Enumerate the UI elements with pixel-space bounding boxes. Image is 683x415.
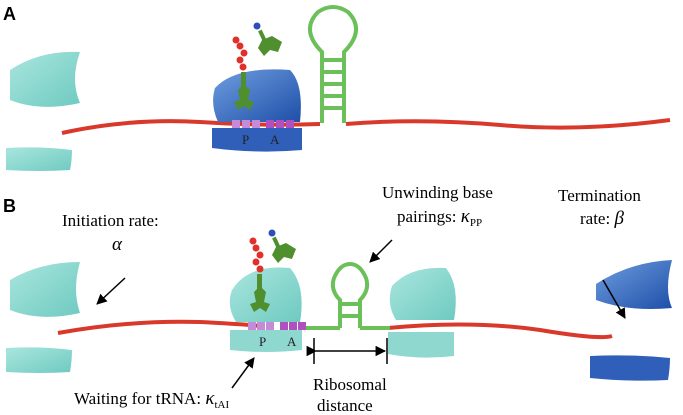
unwinding-kappa-subscript: PP [470, 217, 482, 229]
incoming-trna-b [268, 229, 296, 263]
free-large-subunit-b [10, 262, 80, 317]
codon-boxes-a [232, 120, 294, 128]
unwinding-label-line2: pairings: κPP [397, 206, 482, 229]
termination-label-line1: Termination [558, 186, 641, 205]
free-small-subunit-b [6, 347, 72, 373]
amino-acid-chain-a [232, 36, 248, 71]
termination-label-line2: rate: β [580, 208, 624, 229]
ribosome-small-subunit-a [212, 128, 302, 152]
released-large-subunit [596, 260, 672, 309]
termination-beta-symbol: β [613, 208, 624, 229]
termination-arrow [602, 279, 626, 319]
mrna-strand-b-right [387, 322, 613, 340]
unwinding-pairings-text: pairings: [397, 207, 461, 226]
waiting-trna-text: Waiting for tRNA: [74, 389, 205, 408]
panel-b-label: B [3, 196, 16, 216]
ribosome-small-subunit-b2 [388, 332, 454, 358]
trna-p-site-b [250, 274, 270, 312]
ribosomal-distance-line1: Ribosomal [313, 375, 387, 394]
ribosomal-distance-bracket [306, 338, 388, 364]
ribosome-large-subunit-b [229, 267, 302, 322]
trna-p-site-a [234, 72, 254, 110]
amino-acid-chain-b [249, 237, 264, 273]
unwinding-label-line1: Unwinding base [382, 183, 493, 202]
hairpin-structure-b [330, 261, 370, 328]
ribosome-large-subunit-b2 [389, 267, 456, 320]
panel-a-label: A [3, 4, 16, 24]
incoming-trna-a [253, 22, 282, 56]
initiation-alpha-symbol: α [112, 234, 123, 255]
waiting-kappa-symbol: κ [205, 388, 215, 409]
free-large-subunit-a [10, 51, 80, 107]
codon-boxes-b [248, 322, 306, 330]
ribosome-small-subunit-b [230, 330, 302, 352]
mrna-strand-b-left [57, 319, 263, 335]
mrna-strand-a-right [345, 118, 671, 130]
waiting-trna-label: Waiting for tRNA: κtAI [74, 388, 229, 411]
p-site-label-b: P [259, 334, 266, 349]
free-small-subunit-a [6, 147, 72, 171]
released-small-subunit [590, 355, 670, 381]
ribosome-large-subunit-a [213, 69, 301, 122]
unwinding-kappa-symbol: κ [461, 206, 471, 227]
ribosomal-distance-line2: distance [317, 396, 373, 415]
initiation-rate-label: Initiation rate: [62, 211, 159, 230]
termination-rate-text: rate: [580, 209, 614, 228]
unwinding-arrow [369, 239, 393, 263]
a-site-label-b: A [287, 334, 297, 349]
hairpin-structure-a [308, 5, 358, 123]
p-site-label-a: P [242, 132, 249, 147]
a-site-label-a: A [270, 132, 280, 147]
waiting-arrow [231, 357, 255, 389]
waiting-kappa-subscript: tAI [214, 399, 229, 411]
initiation-arrow [96, 277, 126, 305]
